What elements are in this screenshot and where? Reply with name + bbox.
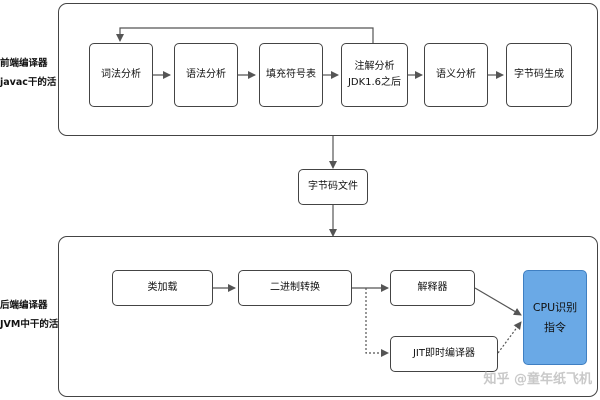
step-fill-symbol-table: 填充符号表: [259, 43, 323, 107]
bytecode-file-label: 字节码文件: [308, 181, 358, 192]
frontend-label-line2: javac干的活: [0, 77, 57, 88]
step-semantic-label: 语义分析: [436, 69, 476, 80]
step-bytecode-generation: 字节码生成: [506, 43, 572, 107]
frontend-panel: [58, 3, 598, 136]
step-class-loading: 类加载: [112, 270, 213, 306]
frontend-label-line1: 前端编译器: [0, 58, 48, 69]
cpu-label-line2: 指令: [544, 320, 566, 334]
cpu-instruction-box: CPU识别 指令: [523, 270, 587, 365]
step-syntax-label: 语法分析: [186, 69, 226, 80]
step-annotation-analysis: 注解分析 JDK1.6之后: [341, 43, 408, 107]
step-semantic-analysis: 语义分析: [424, 43, 488, 107]
cpu-label-line1: CPU识别: [532, 300, 578, 314]
step-lexical-label: 词法分析: [101, 69, 141, 80]
step-interpreter: 解释器: [390, 270, 475, 306]
step-jit-compiler: JIT即时编译器: [390, 336, 498, 372]
step-interpreter-label: 解释器: [417, 282, 448, 293]
backend-compiler-label: 后端编译器 JVM中干的活: [0, 296, 62, 334]
step-binary-conversion-label: 二进制转换: [270, 282, 320, 293]
frontend-compiler-label: 前端编译器 javac干的活: [0, 54, 62, 92]
step-class-loading-label: 类加载: [147, 282, 178, 293]
step-jit-label: JIT即时编译器: [412, 348, 475, 359]
step-annotation-label-line1: 注解分析: [354, 61, 395, 72]
step-symbol-table-label: 填充符号表: [266, 69, 316, 80]
step-bytecode-gen-label: 字节码生成: [514, 69, 564, 80]
step-syntax-analysis: 语法分析: [174, 43, 238, 107]
backend-panel: [58, 236, 598, 397]
arrow-annotation-loop: [116, 27, 374, 43]
step-lexical-analysis: 词法分析: [89, 43, 153, 107]
backend-label-line2: JVM中干的活: [0, 319, 59, 330]
arrow-interpreter-to-cpu: [474, 287, 522, 316]
step-binary-conversion: 二进制转换: [238, 270, 352, 306]
step-annotation-label-line2: JDK1.6之后: [347, 77, 402, 88]
bytecode-file-box: 字节码文件: [298, 169, 368, 205]
backend-label-line1: 后端编译器: [0, 300, 48, 311]
watermark: 知乎 @童年纸飞机: [483, 372, 592, 387]
arrow-jit-to-cpu: [497, 321, 522, 354]
arrow-binary-to-jit-dashed: [365, 288, 389, 357]
